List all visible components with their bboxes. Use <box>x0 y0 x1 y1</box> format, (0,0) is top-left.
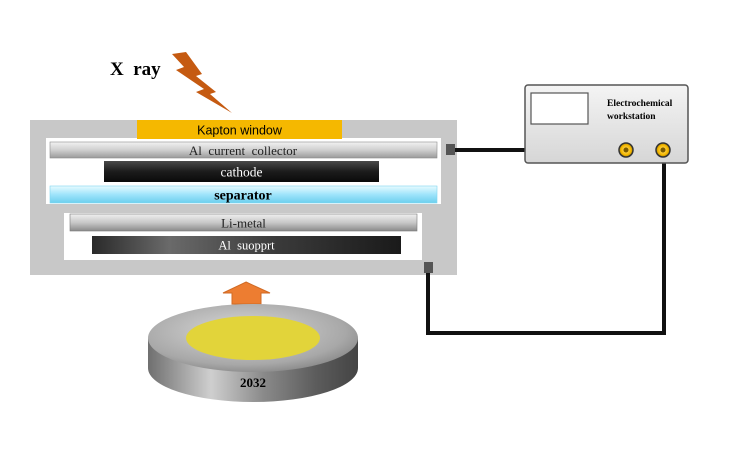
kapton-window: Kapton window <box>137 120 342 139</box>
electrochemical-workstation: Electrochemical workstation <box>524 84 689 164</box>
bottom-contact-pad <box>424 262 433 273</box>
kapton-window-label: Kapton window <box>197 124 283 138</box>
al-current-collector: Al current collector <box>49 141 438 159</box>
al-support-label: Al suopprt <box>218 239 275 253</box>
up-arrow-icon <box>222 281 271 305</box>
separator-label: separator <box>214 189 272 204</box>
workstation-label-line2: workstation <box>607 112 656 122</box>
cathode-layer: cathode <box>104 161 379 182</box>
separator-layer: separator <box>49 185 438 204</box>
xray-label: X ray <box>110 59 161 80</box>
coin-cell-2032: 2032 <box>148 304 358 402</box>
li-metal-layer: Li-metal <box>69 213 418 232</box>
workstation-label-line1: Electrochemical <box>607 99 673 109</box>
wire-bottom <box>426 158 666 335</box>
coin-cell-top-disk <box>186 316 320 360</box>
al-support-layer: Al suopprt <box>92 236 401 254</box>
al-current-collector-label: Al current collector <box>189 143 298 158</box>
xray-lightning-icon <box>172 52 232 113</box>
top-contact-pad <box>446 144 455 155</box>
cathode-label: cathode <box>221 165 263 180</box>
coin-cell-label: 2032 <box>240 375 266 390</box>
li-metal-label: Li-metal <box>221 216 266 231</box>
circuit-wires <box>426 148 666 335</box>
workstation-screen <box>530 92 589 125</box>
